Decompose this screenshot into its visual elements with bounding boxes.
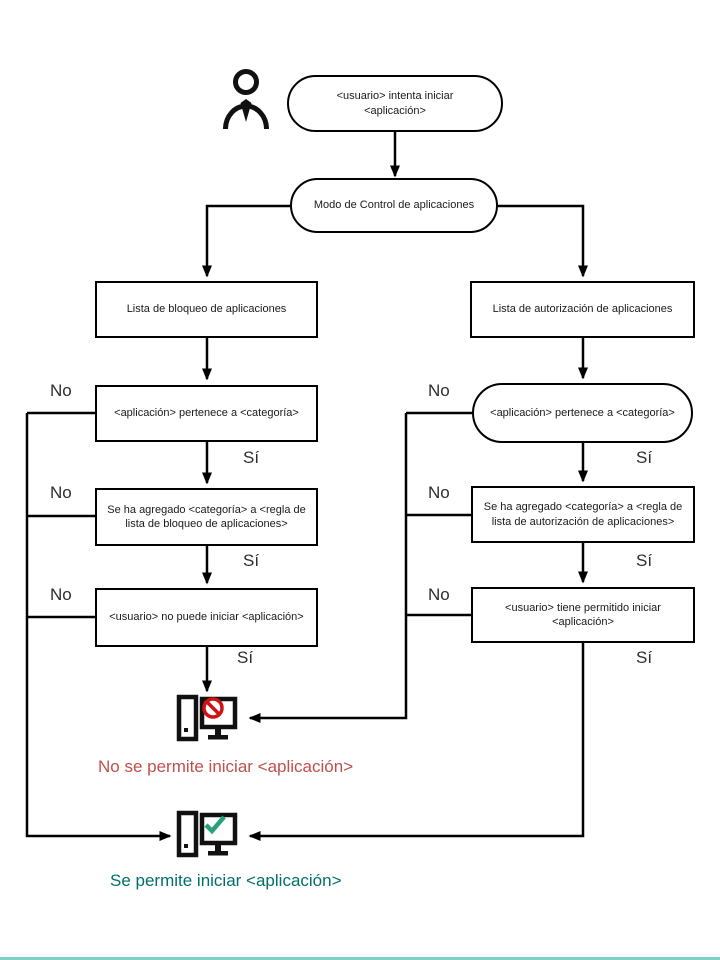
- edge-label-no: No: [50, 381, 72, 400]
- bottom-divider: [0, 957, 720, 960]
- edge-label-no: No: [50, 585, 72, 604]
- node-block-category-check: <aplicación> pertenece a <categoría>: [95, 385, 318, 442]
- edge-label-no: No: [50, 483, 72, 502]
- node-block-rule-check: Se ha agregado <categoría> a <regla de l…: [95, 488, 318, 546]
- result-blocked-text: No se permite iniciar <aplicación>: [98, 757, 354, 776]
- node-allow-rule-check: Se ha agregado <categoría> a <regla de l…: [471, 486, 695, 543]
- node-start: <usuario> intenta iniciar <aplicación>: [287, 75, 503, 132]
- edge-label-no: No: [428, 483, 450, 502]
- edge-label-yes: Sí: [243, 448, 260, 467]
- node-block-verdict: <usuario> no puede iniciar <aplicación>: [95, 588, 318, 647]
- node-block-list: Lista de bloqueo de aplicaciones: [95, 281, 318, 338]
- edge-label-no: No: [428, 585, 450, 604]
- check-icon: [204, 815, 226, 835]
- person-icon: [223, 69, 269, 130]
- edge-label-yes: Sí: [636, 648, 653, 667]
- node-control-mode: Modo de Control de aplicaciones: [290, 178, 498, 233]
- edge-label-yes: Sí: [636, 551, 653, 570]
- node-allow-category-check: <aplicación> pertenece a <categoría>: [472, 383, 693, 443]
- prohibit-icon: [202, 697, 224, 719]
- edge-label-yes: Sí: [636, 448, 653, 467]
- edge-label-yes: Sí: [243, 551, 260, 570]
- node-allow-verdict: <usuario> tiene permitido iniciar <aplic…: [471, 587, 695, 643]
- edge-label-yes: Sí: [237, 648, 254, 667]
- node-allow-list: Lista de autorización de aplicaciones: [470, 281, 695, 338]
- result-allowed-text: Se permite iniciar <aplicación>: [110, 871, 342, 890]
- computer-blocked-icon: [176, 694, 238, 742]
- computer-allowed-icon: [176, 810, 238, 858]
- edge-label-no: No: [428, 381, 450, 400]
